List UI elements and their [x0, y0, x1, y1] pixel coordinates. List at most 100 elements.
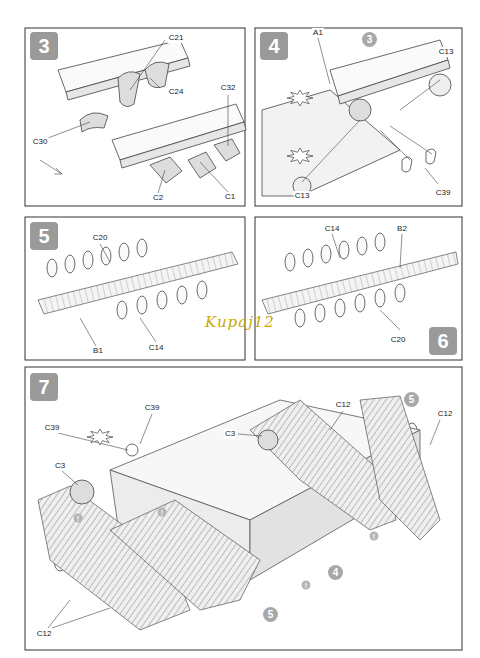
step-frame	[25, 367, 462, 650]
glue-icon	[287, 148, 313, 164]
drawing-stroke	[338, 60, 450, 104]
road-wheel	[315, 304, 325, 322]
step-number: 5	[268, 609, 274, 620]
road-wheel	[177, 286, 187, 304]
part-number: C32	[220, 83, 237, 93]
track-run	[360, 396, 440, 540]
step-number-box: 6	[429, 327, 457, 355]
part-number: C39	[435, 188, 452, 198]
watermark: Kupaj12	[204, 317, 276, 327]
step-number: 3	[38, 35, 49, 57]
road-wheel	[47, 259, 57, 277]
part-number: C12	[36, 629, 53, 639]
callout-circle: 3	[362, 32, 377, 47]
leader-line	[80, 234, 402, 346]
road-wheel	[375, 289, 385, 307]
leader-line	[302, 38, 440, 184]
drawing-stroke	[425, 168, 438, 184]
part-number: C3	[54, 461, 66, 471]
drawing-stroke	[150, 157, 182, 183]
callout-circle: 5	[263, 607, 278, 622]
drawing-stroke	[258, 430, 278, 450]
part-number: C20	[390, 335, 407, 345]
caution-mark: !	[370, 532, 379, 541]
road-wheel	[197, 281, 207, 299]
step-frame	[25, 28, 245, 206]
drawing-stroke	[25, 28, 462, 650]
step-number: 3	[367, 34, 373, 45]
drawing-stroke	[349, 99, 371, 121]
hull-assembly	[262, 40, 451, 196]
step-number: 5	[38, 225, 49, 247]
drawing-stroke	[158, 170, 165, 193]
part-number: C14	[324, 224, 341, 234]
road-wheel	[355, 294, 365, 312]
caution-mark: !	[74, 514, 83, 523]
callout-circle: 4	[328, 565, 343, 580]
road-wheel	[375, 233, 385, 251]
drawing-stroke	[380, 130, 410, 160]
road-wheel	[295, 309, 305, 327]
drawing-stroke	[62, 471, 78, 485]
part-number: C30	[32, 137, 49, 147]
drawing-stroke	[380, 310, 400, 330]
road-wheel	[65, 255, 75, 273]
drawing-stroke	[188, 152, 216, 178]
step-number-box: 4	[260, 32, 288, 60]
drawing-stroke	[430, 420, 440, 445]
part-number: C1	[224, 192, 236, 202]
step-number: 4	[268, 35, 279, 57]
road-wheel	[137, 239, 147, 257]
part-number: C2	[152, 193, 164, 203]
glue-icon	[87, 429, 113, 445]
step-number: 5	[409, 394, 415, 405]
road-wheel	[395, 284, 405, 302]
drawing-stroke	[200, 162, 228, 192]
step-number-box: 3	[30, 32, 58, 60]
step-frame	[25, 217, 245, 360]
road-wheel	[119, 243, 129, 261]
part-number: C21	[168, 33, 185, 43]
road-wheel	[285, 253, 295, 271]
part-number: C39	[44, 423, 61, 433]
drawing-stroke	[100, 244, 110, 262]
part-number: C13	[438, 47, 455, 57]
drawing-stroke	[262, 90, 400, 196]
caution-mark: !	[158, 508, 167, 517]
drawing-stroke	[80, 113, 108, 132]
road-wheel	[83, 251, 93, 269]
drawing-stroke	[228, 95, 229, 146]
drawing-stroke	[120, 122, 246, 168]
direction-arrow	[40, 160, 62, 174]
caution-mark: !	[302, 581, 311, 590]
drawing-stroke	[302, 120, 360, 182]
part-number: C39	[144, 403, 161, 413]
road-wheel	[357, 237, 367, 255]
drawing-stroke	[118, 72, 140, 107]
part-number: C20	[92, 233, 109, 243]
step-number: 4	[333, 567, 339, 578]
drawing-stroke	[332, 234, 340, 258]
drawing-stroke	[48, 600, 70, 628]
drawing-stroke	[140, 414, 152, 444]
track-run	[38, 252, 238, 314]
drawing-stroke	[48, 122, 90, 138]
glue-icon	[287, 90, 313, 106]
part-number: B1	[92, 346, 104, 356]
drawing-stroke	[400, 234, 402, 268]
road-wheel	[335, 299, 345, 317]
drawing-stroke	[238, 434, 262, 436]
step-frame	[255, 28, 462, 206]
drawing-stroke	[214, 139, 240, 161]
part-number: C24	[168, 87, 185, 97]
drawing-stroke	[400, 80, 440, 110]
drive-sprocket	[70, 430, 278, 504]
part-number: C14	[148, 343, 165, 353]
step-number-box: 5	[30, 222, 58, 250]
drawing-stroke	[150, 78, 160, 88]
drawing-stroke	[80, 318, 96, 346]
leader-line	[48, 411, 440, 628]
drawing-stroke	[390, 126, 432, 154]
road-wheel	[117, 301, 127, 319]
